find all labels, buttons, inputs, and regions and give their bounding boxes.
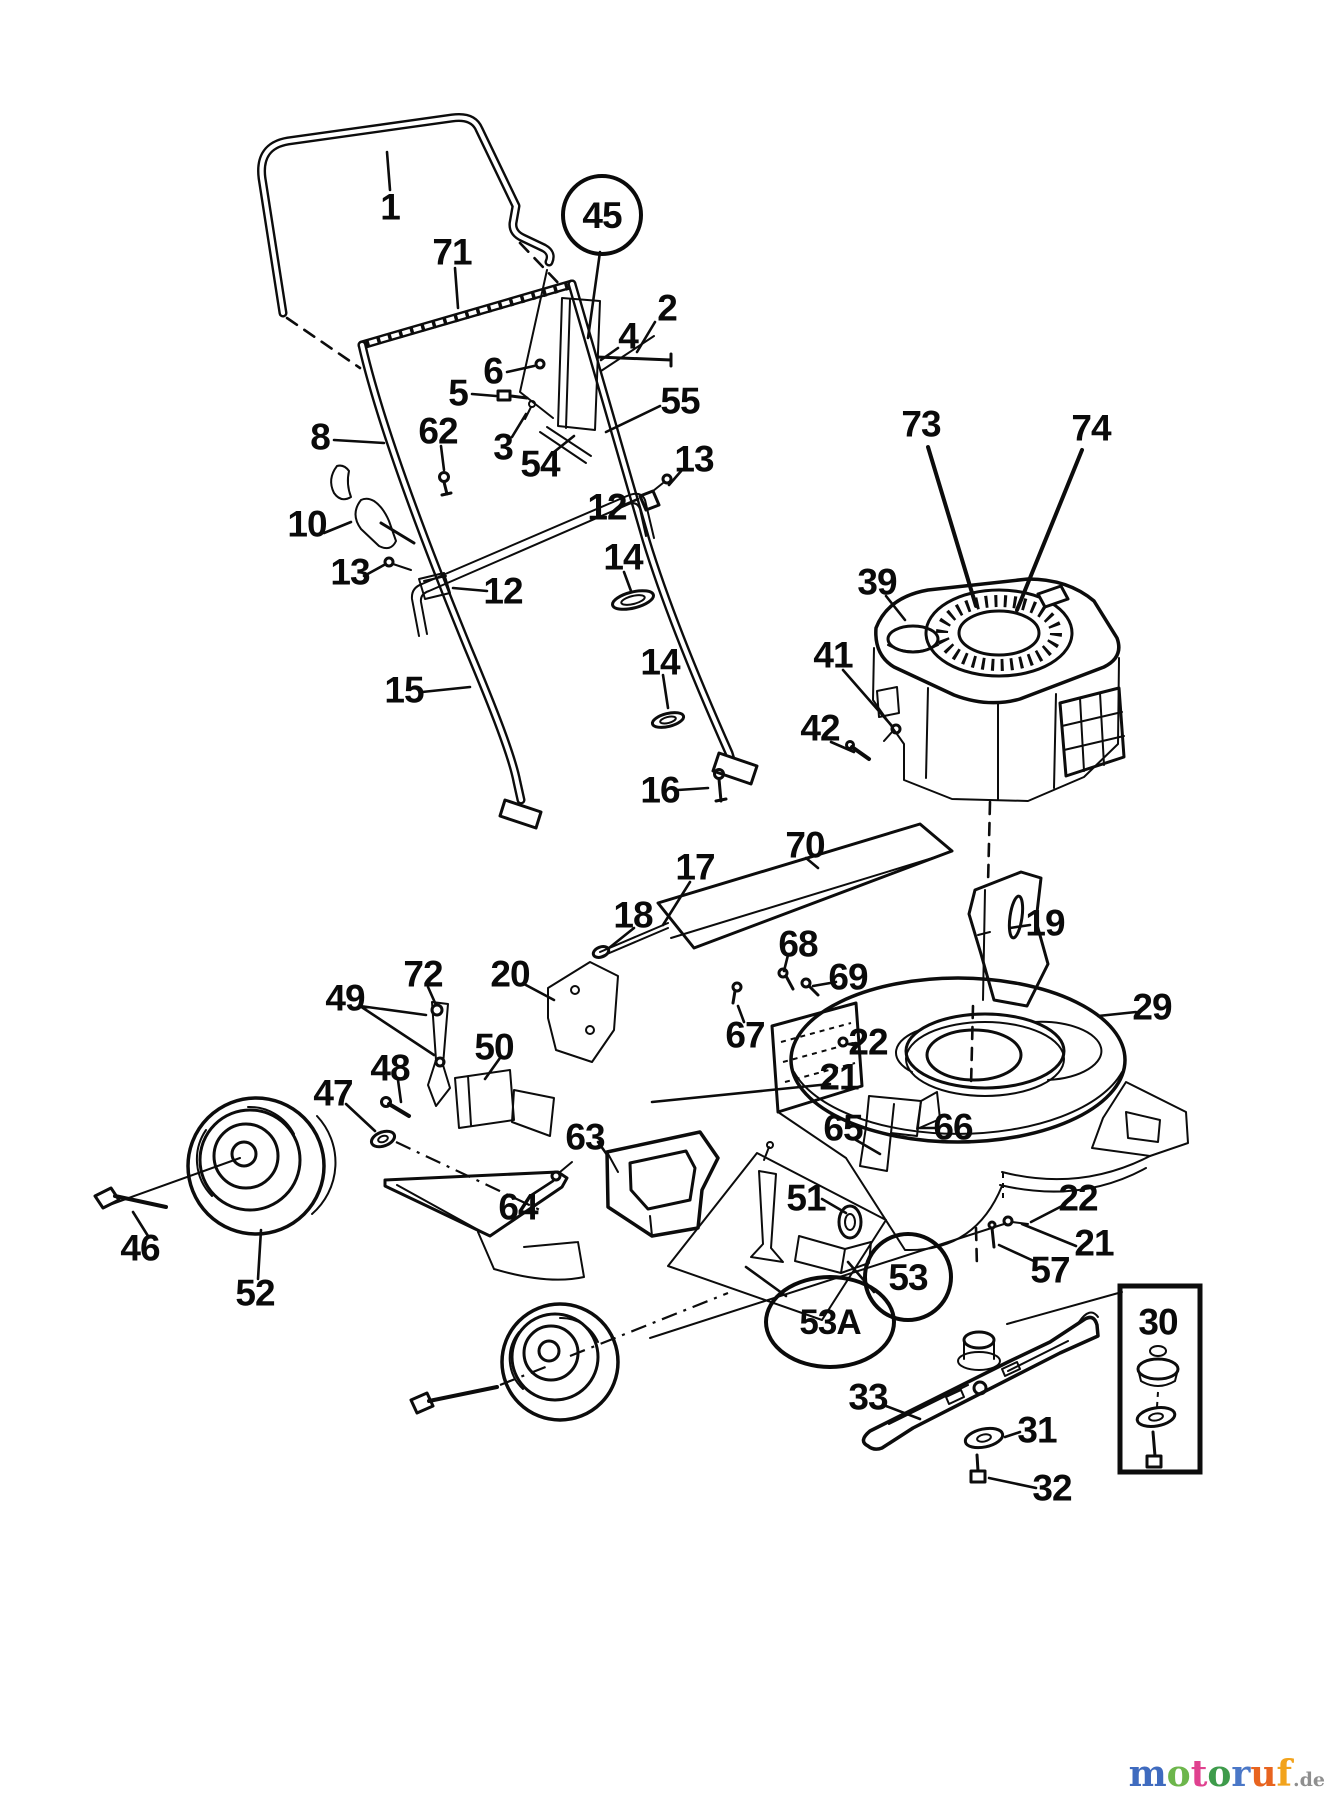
crankshaft-alignment-line	[969, 800, 992, 1270]
blade-adapter	[957, 1330, 1001, 1371]
part-label-67: 67	[725, 1014, 765, 1056]
watermark-motoruf: motoruf.de	[1129, 1756, 1325, 1792]
upper-handle-part1	[257, 113, 555, 318]
handle-alignment-dashes	[285, 241, 565, 370]
part-label-22-left: 22	[848, 1021, 888, 1063]
part-label-10: 10	[287, 503, 327, 545]
part-label-12-right: 12	[587, 486, 627, 528]
part-label-68: 68	[778, 923, 818, 965]
watermark-letter: m	[1128, 1753, 1167, 1795]
part-label-20: 20	[490, 953, 530, 995]
watermark-letter: o	[1207, 1753, 1232, 1795]
part-label-57: 57	[1030, 1249, 1070, 1291]
part-label-12-left: 12	[483, 570, 523, 612]
watermark-letter: o	[1166, 1753, 1191, 1795]
blade-bolt-part32	[969, 1453, 987, 1484]
part-label-63: 63	[565, 1116, 605, 1158]
part-label-69: 69	[828, 956, 868, 998]
front-wheel-part52	[93, 1096, 337, 1236]
part-label-52: 52	[235, 1272, 275, 1314]
rear-wheel	[409, 1291, 729, 1422]
part-label-33: 33	[848, 1376, 888, 1418]
part-label-32: 32	[1032, 1467, 1072, 1509]
part-label-45: 45	[561, 174, 643, 256]
handle-mount-bracket-cluster	[496, 269, 673, 464]
watermark-letter: f	[1276, 1753, 1293, 1795]
part-label-41: 41	[813, 634, 853, 676]
part-label-54: 54	[520, 443, 560, 485]
blade-part33	[861, 1311, 1100, 1451]
part-label-62: 62	[418, 410, 458, 452]
part-label-15: 15	[384, 669, 424, 711]
handle-clamp-hardware	[330, 464, 728, 803]
part-label-65: 65	[823, 1107, 863, 1149]
part-label-17: 17	[675, 846, 715, 888]
part-label-74: 74	[1071, 407, 1111, 449]
part-label-71: 71	[432, 231, 472, 273]
part-label-30: 30	[1138, 1301, 1178, 1343]
part-label-53: 53	[863, 1232, 953, 1322]
watermark-letter: r	[1231, 1753, 1251, 1795]
part-label-14-lower: 14	[640, 641, 680, 683]
part-label-51: 51	[786, 1177, 826, 1219]
part-label-46: 46	[120, 1227, 160, 1269]
deck-brackets-65-66	[859, 1091, 941, 1172]
part-label-31: 31	[1017, 1409, 1057, 1451]
watermark-suffix: .de	[1293, 1769, 1325, 1791]
part-label-22-right: 22	[1058, 1177, 1098, 1219]
part-label-18: 18	[613, 894, 653, 936]
part-label-50: 50	[474, 1026, 514, 1068]
engine	[845, 577, 1126, 802]
part-label-47: 47	[313, 1072, 353, 1114]
part-label-29: 29	[1132, 986, 1172, 1028]
watermark-letter: t	[1190, 1753, 1208, 1795]
part-label-21-right: 21	[1074, 1222, 1114, 1264]
watermark-letter: u	[1250, 1753, 1277, 1795]
lower-handle-part71-part15	[357, 279, 759, 830]
watermark-letters: motoruf	[1129, 1753, 1292, 1795]
guard-part63	[605, 1130, 720, 1238]
part-label-3: 3	[493, 426, 514, 468]
part-label-48: 48	[370, 1047, 410, 1089]
part-label-5: 5	[448, 372, 469, 414]
part-label-66: 66	[933, 1106, 973, 1148]
deflector-part64	[383, 1161, 585, 1281]
part-label-8: 8	[310, 416, 331, 458]
part-label-13-right: 13	[674, 438, 714, 480]
part-label-2: 2	[657, 287, 678, 329]
deck-housing-part29	[770, 976, 1189, 1252]
part-label-55: 55	[660, 380, 700, 422]
part-label-19: 19	[1025, 902, 1065, 944]
leader-lines	[131, 150, 1138, 1490]
hardware-kit-box-part30	[1006, 1283, 1203, 1475]
part-label-6: 6	[483, 350, 504, 392]
part-label-21-left: 21	[819, 1056, 859, 1098]
part-label-73: 73	[901, 403, 941, 445]
part-label-42: 42	[800, 707, 840, 749]
part-label-70: 70	[785, 824, 825, 866]
blade-washer-part31	[963, 1426, 1005, 1450]
part-label-16: 16	[640, 769, 680, 811]
part-label-53A: 53A	[764, 1275, 896, 1369]
part-label-14-upper: 14	[603, 536, 643, 578]
part-label-72: 72	[403, 953, 443, 995]
part-label-49: 49	[325, 977, 365, 1019]
part-label-39: 39	[857, 561, 897, 603]
part-label-1: 1	[380, 186, 401, 228]
front-bracket-part20	[547, 961, 619, 1063]
part-label-13-left: 13	[330, 551, 370, 593]
cover-part70	[591, 822, 954, 1005]
part-label-4: 4	[618, 315, 639, 357]
part-label-64: 64	[498, 1186, 538, 1228]
